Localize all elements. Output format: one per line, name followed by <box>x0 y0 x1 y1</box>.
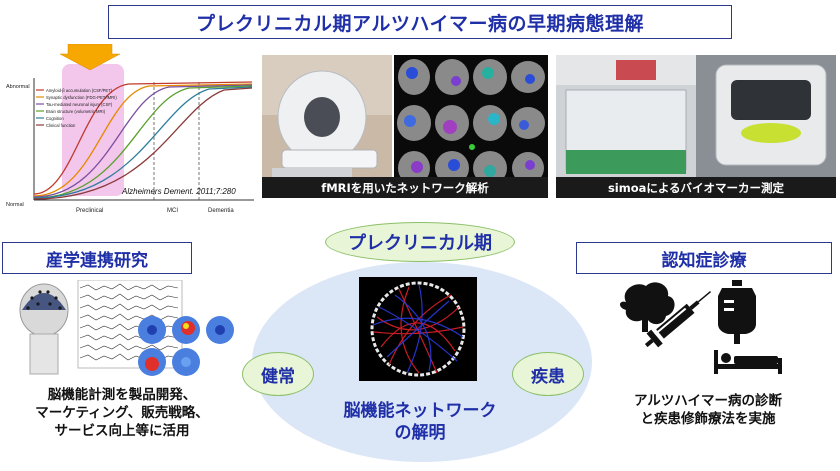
simoa-panel: simoaによるバイオマーカー測定 <box>556 55 836 198</box>
description-line: アルツハイマー病の診断 <box>633 393 783 409</box>
syringe-icon <box>644 291 712 348</box>
biomarker-chart-svg: Amyloid-β accumulation (CSF/PET) Synaptic… <box>6 43 254 214</box>
legend-label: Brain structure (volumetric MRI) <box>46 109 106 114</box>
curve-synaptic <box>33 83 253 197</box>
legend-label: Amyloid-β accumulation (CSF/PET) <box>46 88 113 93</box>
dementia-care-description: アルツハイマー病の診断 と疾患修飾療法を実施 <box>588 392 828 428</box>
industry-academia-heading: 産学連携研究 <box>2 242 192 274</box>
disease-label: 疾患 <box>512 352 584 396</box>
legend-label: Tau-mediated neuronal injury (CSF) <box>46 102 113 107</box>
description-line: 脳機能計測を製品開発、 <box>47 387 197 403</box>
industry-academia-description: 脳機能計測を製品開発、 マーケティング、販売戦略、 サービス向上等に活用 <box>2 386 242 440</box>
network-elucidation-line: の解明 <box>394 423 446 443</box>
fmri-image <box>262 55 548 198</box>
curve-clinical <box>33 87 253 200</box>
network-elucidation-line: 脳機能ネットワーク <box>343 401 497 421</box>
legend-label: Synaptic dysfunction (FDG-PET/fMRI) <box>46 95 117 100</box>
down-arrow-icon <box>59 43 121 71</box>
medical-icons <box>616 280 786 376</box>
description-line: サービス向上等に活用 <box>54 423 190 439</box>
curve-amyloid <box>33 81 253 195</box>
preclinical-band <box>62 64 124 196</box>
preclinical-label: プレクリニカル期 <box>325 222 515 262</box>
brain-slices <box>397 59 545 185</box>
chart-legend: Amyloid-β accumulation (CSF/PET) Synaptic… <box>36 88 117 128</box>
iv-bag-icon <box>718 280 756 344</box>
biomarker-chart: Amyloid-β accumulation (CSF/PET) Synaptic… <box>4 43 256 222</box>
description-line: マーケティング、販売戦略、 <box>35 405 209 421</box>
curve-structure <box>33 85 253 199</box>
eeg-image <box>6 279 240 380</box>
brain-network-image <box>359 277 477 381</box>
description-line: と疾患修飾療法を実施 <box>640 411 776 427</box>
healthy-label: 健常 <box>242 352 314 396</box>
stage-label-mci: MCI <box>167 208 178 214</box>
page-title: プレクリニカル期アルツハイマー病の早期病態理解 <box>108 5 732 39</box>
chart-citation: Alzheimers Dement. 2011;7:280 <box>121 187 236 196</box>
simoa-image <box>556 55 836 198</box>
x-axis-normal-label: Normal <box>6 202 24 208</box>
network-elucidation-label: 脳機能ネットワーク の解明 <box>300 400 540 444</box>
y-axis-label: Abnormal <box>6 84 30 90</box>
fmri-panel: fMRIを用いたネットワーク解析 <box>262 55 548 198</box>
brain-icon <box>620 282 675 332</box>
dementia-care-heading: 認知症診療 <box>576 242 832 274</box>
fmri-caption: fMRIを用いたネットワーク解析 <box>262 177 548 198</box>
legend-label: Cognition <box>46 116 64 121</box>
legend-label: Clinical function <box>46 123 76 128</box>
stage-label-preclinical: Preclinical <box>76 208 103 214</box>
curve-tau <box>33 84 253 198</box>
stage-label-dementia: Dementia <box>208 208 234 214</box>
curve-cognition <box>33 86 253 199</box>
bed-icon <box>714 350 782 374</box>
simoa-caption: simoaによるバイオマーカー測定 <box>556 177 836 198</box>
